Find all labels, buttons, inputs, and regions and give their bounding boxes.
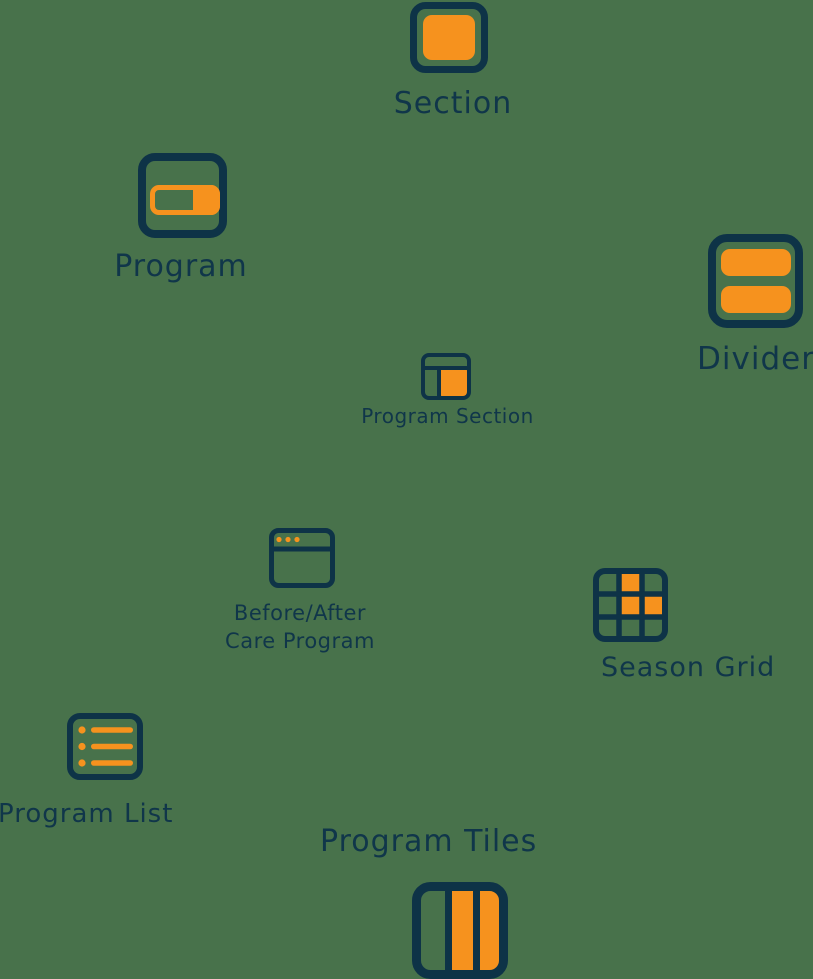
program-section-label: Program Section xyxy=(361,404,534,428)
browser-window-icon[interactable] xyxy=(269,528,335,588)
program-tiles-icon[interactable] xyxy=(412,882,508,979)
before-after-label-line1: Before/After xyxy=(233,601,367,625)
section-icon[interactable] xyxy=(410,2,488,73)
program-icon[interactable] xyxy=(138,153,227,238)
program-section-icon[interactable] xyxy=(421,353,471,400)
program-list-label: Program List xyxy=(0,799,174,829)
before-after-label-line2: Care Program xyxy=(225,629,375,653)
program-label: Program xyxy=(114,249,248,284)
season-grid-label: Season Grid xyxy=(601,652,776,683)
divider-icon[interactable] xyxy=(708,234,803,328)
divider-label: Divider xyxy=(697,341,813,377)
season-grid-icon[interactable] xyxy=(593,568,668,642)
program-tiles-label: Program Tiles xyxy=(320,824,538,859)
section-label: Section xyxy=(393,86,513,121)
program-list-icon[interactable] xyxy=(67,713,143,780)
